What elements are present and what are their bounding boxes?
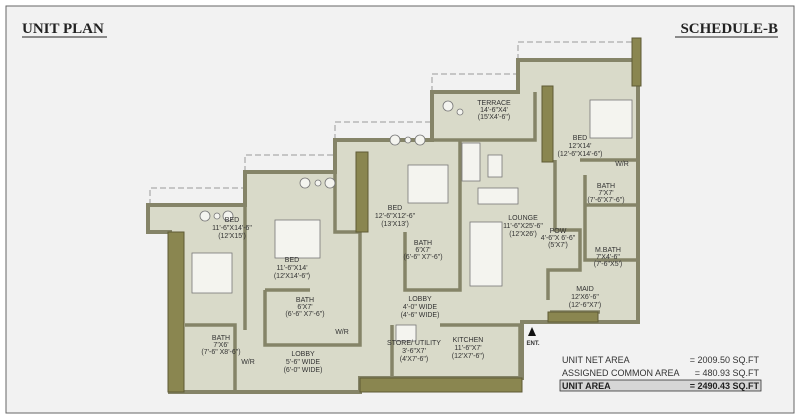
svg-text:BATH: BATH (597, 183, 615, 190)
svg-text:(12'X7'-6"): (12'X7'-6") (452, 353, 484, 360)
wardrobe-label: W/R (335, 329, 349, 336)
svg-text:(5'X7'): (5'X7') (548, 242, 568, 249)
svg-text:5'-6" WIDE: 5'-6" WIDE (286, 359, 320, 366)
structural-columns (167, 37, 642, 393)
bed-icon (274, 219, 321, 259)
schedule-label: SCHEDULE-B (680, 21, 778, 37)
svg-text:(6'-0" WIDE): (6'-0" WIDE) (284, 367, 323, 374)
svg-text:(6'-6" X7'-6"): (6'-6" X7'-6") (403, 254, 442, 261)
svg-text:(4'-6" WIDE): (4'-6" WIDE) (401, 312, 440, 319)
svg-text:LOBBY: LOBBY (408, 296, 432, 303)
svg-text:MAID: MAID (576, 286, 594, 293)
stove-icon (395, 324, 417, 342)
plan-title: UNIT PLAN (22, 21, 104, 37)
svg-text:6'X7': 6'X7' (297, 304, 312, 311)
svg-text:(12'X14'-6"): (12'X14'-6") (274, 273, 310, 280)
svg-text:BED: BED (573, 135, 587, 142)
svg-text:(6'-6" X7'-6"): (6'-6" X7'-6") (285, 311, 324, 318)
svg-text:12'X14': 12'X14' (569, 143, 592, 150)
svg-text:11'-6"X14'-6": 11'-6"X14'-6" (212, 225, 252, 232)
svg-text:11'-6"X25'-6": 11'-6"X25'-6" (503, 223, 543, 230)
dining-table-icon (469, 221, 503, 287)
sofa-icon (477, 187, 519, 205)
svg-text:11'-6"X7': 11'-6"X7' (454, 345, 481, 352)
svg-text:6'X7': 6'X7' (415, 247, 430, 254)
svg-text:4'-6"X 6'-6": 4'-6"X 6'-6" (541, 235, 576, 242)
area-value: = 480.93 SQ.FT (695, 368, 760, 378)
svg-text:LOBBY: LOBBY (291, 351, 315, 358)
wardrobe-label: W/R (241, 359, 255, 366)
svg-text:(7'-6"X7'-6"): (7'-6"X7'-6") (587, 197, 624, 204)
svg-text:(12'X26'): (12'X26') (509, 231, 537, 238)
furniture (191, 99, 633, 342)
area-table: UNIT NET AREA = 2009.50 SQ.FT ASSIGNED C… (559, 355, 762, 392)
svg-text:KITCHEN: KITCHEN (453, 337, 484, 344)
bed-icon (589, 99, 633, 139)
coffee-table-icon (487, 154, 503, 178)
bed-icon (407, 164, 449, 204)
svg-text:(12'-6"X7'): (12'-6"X7') (569, 302, 601, 309)
svg-text:7'X6': 7'X6' (213, 342, 228, 349)
balcony-outlines (149, 41, 632, 205)
total-area-value: = 2490.43 SQ.FT (690, 381, 760, 391)
svg-text:BATH: BATH (212, 335, 230, 342)
svg-text:12'-6"X12'-6": 12'-6"X12'-6" (375, 213, 416, 220)
svg-text:3'-6"X7': 3'-6"X7' (402, 348, 426, 355)
svg-text:BATH: BATH (414, 240, 432, 247)
bed-icon (191, 252, 233, 294)
svg-text:(13'X13'): (13'X13') (381, 221, 409, 228)
svg-text:4'-0" WIDE: 4'-0" WIDE (403, 304, 437, 311)
svg-text:7'X7': 7'X7' (598, 190, 613, 197)
svg-text:(7'-6"X5'): (7'-6"X5') (594, 261, 623, 268)
area-value: = 2009.50 SQ.FT (690, 355, 760, 365)
svg-text:12'X6'-6": 12'X6'-6" (571, 294, 599, 301)
svg-text:BED: BED (388, 205, 402, 212)
svg-text:STORE/ UTILITY: STORE/ UTILITY (387, 340, 441, 347)
svg-text:BED: BED (285, 257, 299, 264)
entrance-arrow-icon (528, 327, 536, 336)
area-label: UNIT NET AREA (562, 355, 630, 365)
svg-text:(7'-6" X8'-6"): (7'-6" X8'-6") (201, 349, 240, 356)
svg-text:14'-6"X4': 14'-6"X4' (480, 107, 508, 114)
wardrobe-label: W/R (615, 161, 629, 168)
svg-text:M.BATH: M.BATH (595, 247, 621, 254)
svg-text:11'-6"X14': 11'-6"X14' (276, 265, 307, 272)
area-label: ASSIGNED COMMON AREA (562, 368, 680, 378)
entrance-label: ENT. (526, 341, 539, 347)
svg-text:(15'X4'-6"): (15'X4'-6") (478, 114, 510, 121)
svg-text:(12'-6"X14'-6"): (12'-6"X14'-6") (558, 151, 603, 158)
sofa-icon (461, 142, 481, 182)
svg-text:BATH: BATH (296, 297, 314, 304)
total-area-label: UNIT AREA (562, 381, 611, 391)
svg-text:POW: POW (550, 228, 567, 235)
svg-text:TERRACE: TERRACE (477, 100, 511, 107)
svg-text:LOUNGE: LOUNGE (508, 215, 538, 222)
svg-text:(4'X7'-6"): (4'X7'-6") (400, 356, 429, 363)
svg-text:(12'X15'): (12'X15') (218, 233, 246, 240)
svg-text:7'X4'-6": 7'X4'-6" (596, 254, 620, 261)
svg-text:BED: BED (225, 217, 239, 224)
